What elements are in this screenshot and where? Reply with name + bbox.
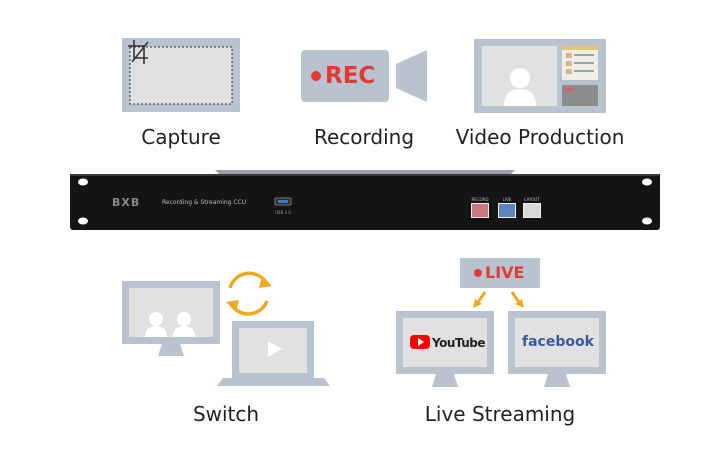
- youtube-logo-icon: [410, 335, 430, 349]
- recording-label: Recording: [313, 125, 415, 149]
- facebook-monitor: facebook: [508, 311, 606, 389]
- people-icon: [145, 312, 195, 337]
- layout-screen: [474, 39, 606, 113]
- capture-illustration: [122, 38, 240, 112]
- switch-label: Switch: [192, 402, 260, 426]
- record-button[interactable]: [471, 203, 489, 218]
- device-logo: BXB: [112, 196, 141, 209]
- switch-illustration: [122, 268, 334, 390]
- device-model: Recording & Streaming CCU: [162, 199, 247, 206]
- youtube-wordmark: YouTube: [432, 336, 486, 350]
- person-icon: [504, 68, 536, 106]
- layout-button-label: LAYOUT: [524, 197, 540, 202]
- live-badge-box: LIVE: [460, 258, 540, 288]
- live-split-arrows-icon: [473, 291, 524, 308]
- layout-button-group: LAYOUT: [523, 197, 541, 218]
- live-badge: LIVE: [485, 263, 525, 282]
- monitor-icon: [396, 311, 494, 387]
- monitor-icon: [122, 281, 220, 356]
- facebook-wordmark: facebook: [522, 334, 594, 350]
- crop-icon: [128, 40, 149, 64]
- live-streaming-label: Live Streaming: [424, 402, 576, 426]
- capture-screen: [122, 38, 240, 112]
- rack-ear-hole: [78, 217, 88, 225]
- live-button[interactable]: [498, 203, 516, 218]
- video-camera-icon: [301, 50, 427, 102]
- rec-badge: REC: [325, 63, 376, 89]
- record-dot-icon: [311, 71, 321, 81]
- live-button-group: LIVE: [498, 197, 516, 218]
- rack-ear-hole: [642, 217, 652, 225]
- rack-device: BXB Recording & Streaming CCU USB 3.0 RE…: [70, 170, 660, 232]
- monitor-icon: [508, 311, 606, 387]
- record-button-group: RECORD: [471, 197, 489, 218]
- usb-label: USB 3.0: [275, 210, 291, 215]
- rack-ear-hole: [642, 178, 652, 186]
- record-button-label: RECORD: [471, 197, 489, 202]
- live-button-label: LIVE: [502, 197, 512, 202]
- rack-chassis: [70, 170, 660, 230]
- live-dot-icon: [474, 269, 482, 277]
- video-production-illustration: [474, 39, 606, 113]
- switch-graphic: [122, 271, 330, 386]
- recording-illustration: REC: [301, 50, 427, 102]
- capture-label: Capture: [141, 125, 221, 149]
- rack-ear-hole: [78, 178, 88, 186]
- layout-button[interactable]: [523, 203, 541, 218]
- play-icon: [268, 341, 282, 357]
- youtube-monitor: YouTube: [396, 311, 494, 389]
- video-production-label: Video Production: [455, 125, 625, 149]
